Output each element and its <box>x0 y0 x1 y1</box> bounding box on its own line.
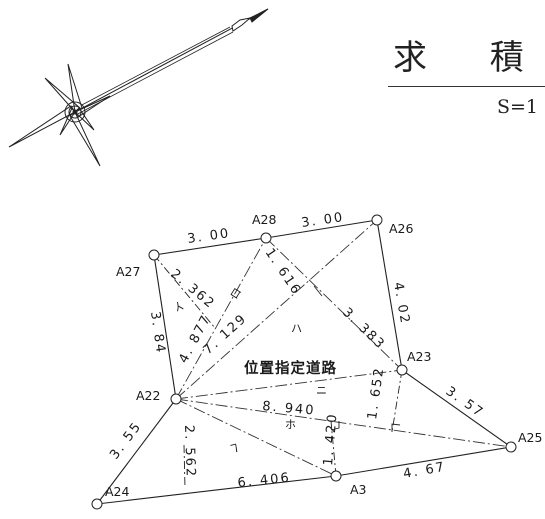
road-label: 位置指定道路 <box>244 359 337 377</box>
survey-points <box>91 214 517 510</box>
label-A27: A27 <box>116 264 140 279</box>
dim-A26-A23: 4. 02 <box>390 281 412 326</box>
diag-A22-A28 <box>175 237 267 400</box>
label-A23: A23 <box>407 349 431 364</box>
point-labels: A27 A28 A26 A23 A25 A3 A24 A22 <box>105 212 542 499</box>
diag-A22-A25 <box>175 398 512 448</box>
label-A24: A24 <box>105 484 130 499</box>
drawing-title: 求 積 <box>393 38 545 78</box>
label-A25: A25 <box>518 430 542 445</box>
edge-A28-A26 <box>265 219 378 239</box>
dim-A27-A28: 3. 00 <box>186 226 231 247</box>
region-ha: ハ <box>291 322 302 335</box>
edge-A26-A23 <box>376 219 403 371</box>
dim-A3-height: 1. 420 <box>321 412 341 466</box>
edge-A23-A25 <box>401 369 512 448</box>
edge-A27-A28 <box>153 237 267 256</box>
dim-A22-A25: 8. 940 <box>262 399 316 419</box>
point-A26 <box>371 214 383 226</box>
title-underline <box>388 86 545 87</box>
dim-A27-A22: 3. 84 <box>147 310 168 355</box>
point-A22 <box>170 393 182 405</box>
region-he: ヘ <box>226 439 242 456</box>
edge-A24-A22 <box>96 398 177 505</box>
label-A3: A3 <box>350 482 367 497</box>
point-A28 <box>260 232 272 244</box>
diag-A28-A23 <box>265 237 403 371</box>
edge-A22-A27 <box>153 254 177 400</box>
region-ro: ロ <box>228 285 245 301</box>
point-A3 <box>330 470 342 482</box>
dim-A28-A23-long: 3. 383 <box>339 305 388 353</box>
diag-A22-A3 <box>175 398 337 477</box>
dim-A22-A3-height: 2. 562 <box>181 425 198 479</box>
label-A28: A28 <box>252 212 277 227</box>
point-A25 <box>505 441 517 453</box>
region-ni: ニ <box>316 384 327 397</box>
parcel-boundary <box>96 219 512 505</box>
edge-A25-A3 <box>335 446 512 477</box>
region-ho: ホ <box>285 418 296 431</box>
point-A23 <box>396 364 408 376</box>
dim-A23-A25: 3. 57 <box>443 384 487 421</box>
region-i: イ <box>171 299 188 315</box>
dim-A28-A26: 3. 00 <box>300 210 345 231</box>
dim-A3-A25: 4. 67 <box>402 460 447 482</box>
edge-A3-A24 <box>96 475 337 505</box>
label-A22: A22 <box>136 388 160 403</box>
height-lines <box>153 254 403 489</box>
point-A27 <box>148 249 160 261</box>
diag-A22-A23 <box>175 369 403 400</box>
diag-A22-A26 <box>175 219 378 400</box>
scale-text: S=1 <box>497 96 539 118</box>
triangulation-lines <box>175 219 512 477</box>
point-A24 <box>91 498 103 510</box>
north-arrow-icon <box>8 8 269 167</box>
dim-A24-A3: 6. 406 <box>237 470 292 490</box>
dim-A23-foot: 1. 652 <box>365 366 387 421</box>
dim-A22-A24: 3. 55 <box>107 419 145 462</box>
label-A26: A26 <box>389 221 414 236</box>
